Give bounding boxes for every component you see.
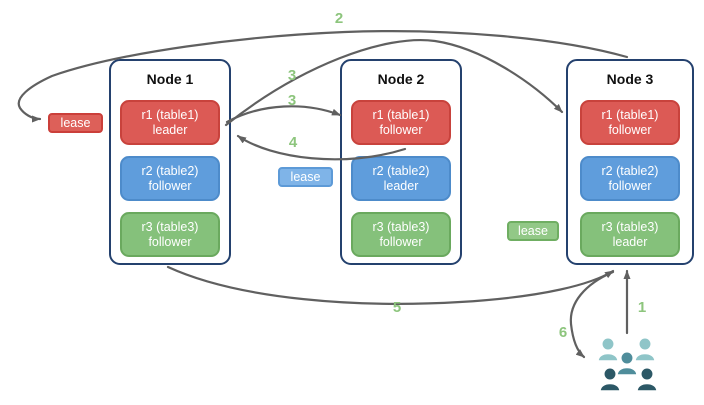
replica-role: follower xyxy=(608,122,652,137)
node-3-replica-r3: r3 (table3) leader xyxy=(580,212,680,257)
node-1: Node 1 r1 (table1) leader r2 (table2) fo… xyxy=(109,59,231,265)
replica-name: r1 (table1) xyxy=(601,107,659,122)
users-group-icon xyxy=(597,337,658,392)
lease-badge-table1: lease xyxy=(48,113,103,133)
lease-badge-table3: lease xyxy=(507,221,559,241)
node-1-replica-r1: r1 (table1) leader xyxy=(120,100,220,145)
node-2-replica-r3: r3 (table3) follower xyxy=(351,212,451,257)
replica-role: follower xyxy=(379,234,423,249)
node-3-replica-r1: r1 (table1) follower xyxy=(580,100,680,145)
replica-name: r2 (table2) xyxy=(372,163,430,178)
replica-name: r2 (table2) xyxy=(141,163,199,178)
step-label-6: 6 xyxy=(559,324,567,341)
node-1-replica-r2: r2 (table2) follower xyxy=(120,156,220,201)
replica-name: r1 (table1) xyxy=(372,107,430,122)
step-label-5: 5 xyxy=(393,299,401,316)
node-3: Node 3 r1 (table1) follower r2 (table2) … xyxy=(566,59,694,265)
replica-role: leader xyxy=(152,122,188,137)
node-3-title: Node 3 xyxy=(606,71,654,87)
node-1-title: Node 1 xyxy=(146,71,194,87)
replica-role: follower xyxy=(148,178,192,193)
replica-name: r3 (table3) xyxy=(601,219,659,234)
replica-name: r2 (table2) xyxy=(601,163,659,178)
step-label-3a: 3 xyxy=(288,67,296,84)
node-2-title: Node 2 xyxy=(377,71,425,87)
step-label-1: 1 xyxy=(638,299,646,316)
arrow-3-to-node2 xyxy=(225,105,342,124)
node-2-replica-r2: r2 (table2) leader xyxy=(351,156,451,201)
replica-role: leader xyxy=(612,234,648,249)
step-label-3b: 3 xyxy=(288,92,296,109)
node-1-replica-r3: r3 (table3) follower xyxy=(120,212,220,257)
replica-role: follower xyxy=(608,178,652,193)
replica-name: r3 (table3) xyxy=(372,219,430,234)
arrow-6 xyxy=(569,270,615,359)
node-2: Node 2 r1 (table1) follower r2 (table2) … xyxy=(340,59,462,265)
node-3-replica-r2: r2 (table2) follower xyxy=(580,156,680,201)
replica-role: follower xyxy=(148,234,192,249)
node-2-replica-r1: r1 (table1) follower xyxy=(351,100,451,145)
replica-name: r3 (table3) xyxy=(141,219,199,234)
step-label-4: 4 xyxy=(289,134,298,151)
replica-role: follower xyxy=(379,122,423,137)
replica-role: leader xyxy=(383,178,419,193)
step-label-2: 2 xyxy=(335,10,343,27)
lease-badge-table2: lease xyxy=(278,167,333,187)
replica-name: r1 (table1) xyxy=(141,107,199,122)
arrow-5 xyxy=(166,265,615,305)
